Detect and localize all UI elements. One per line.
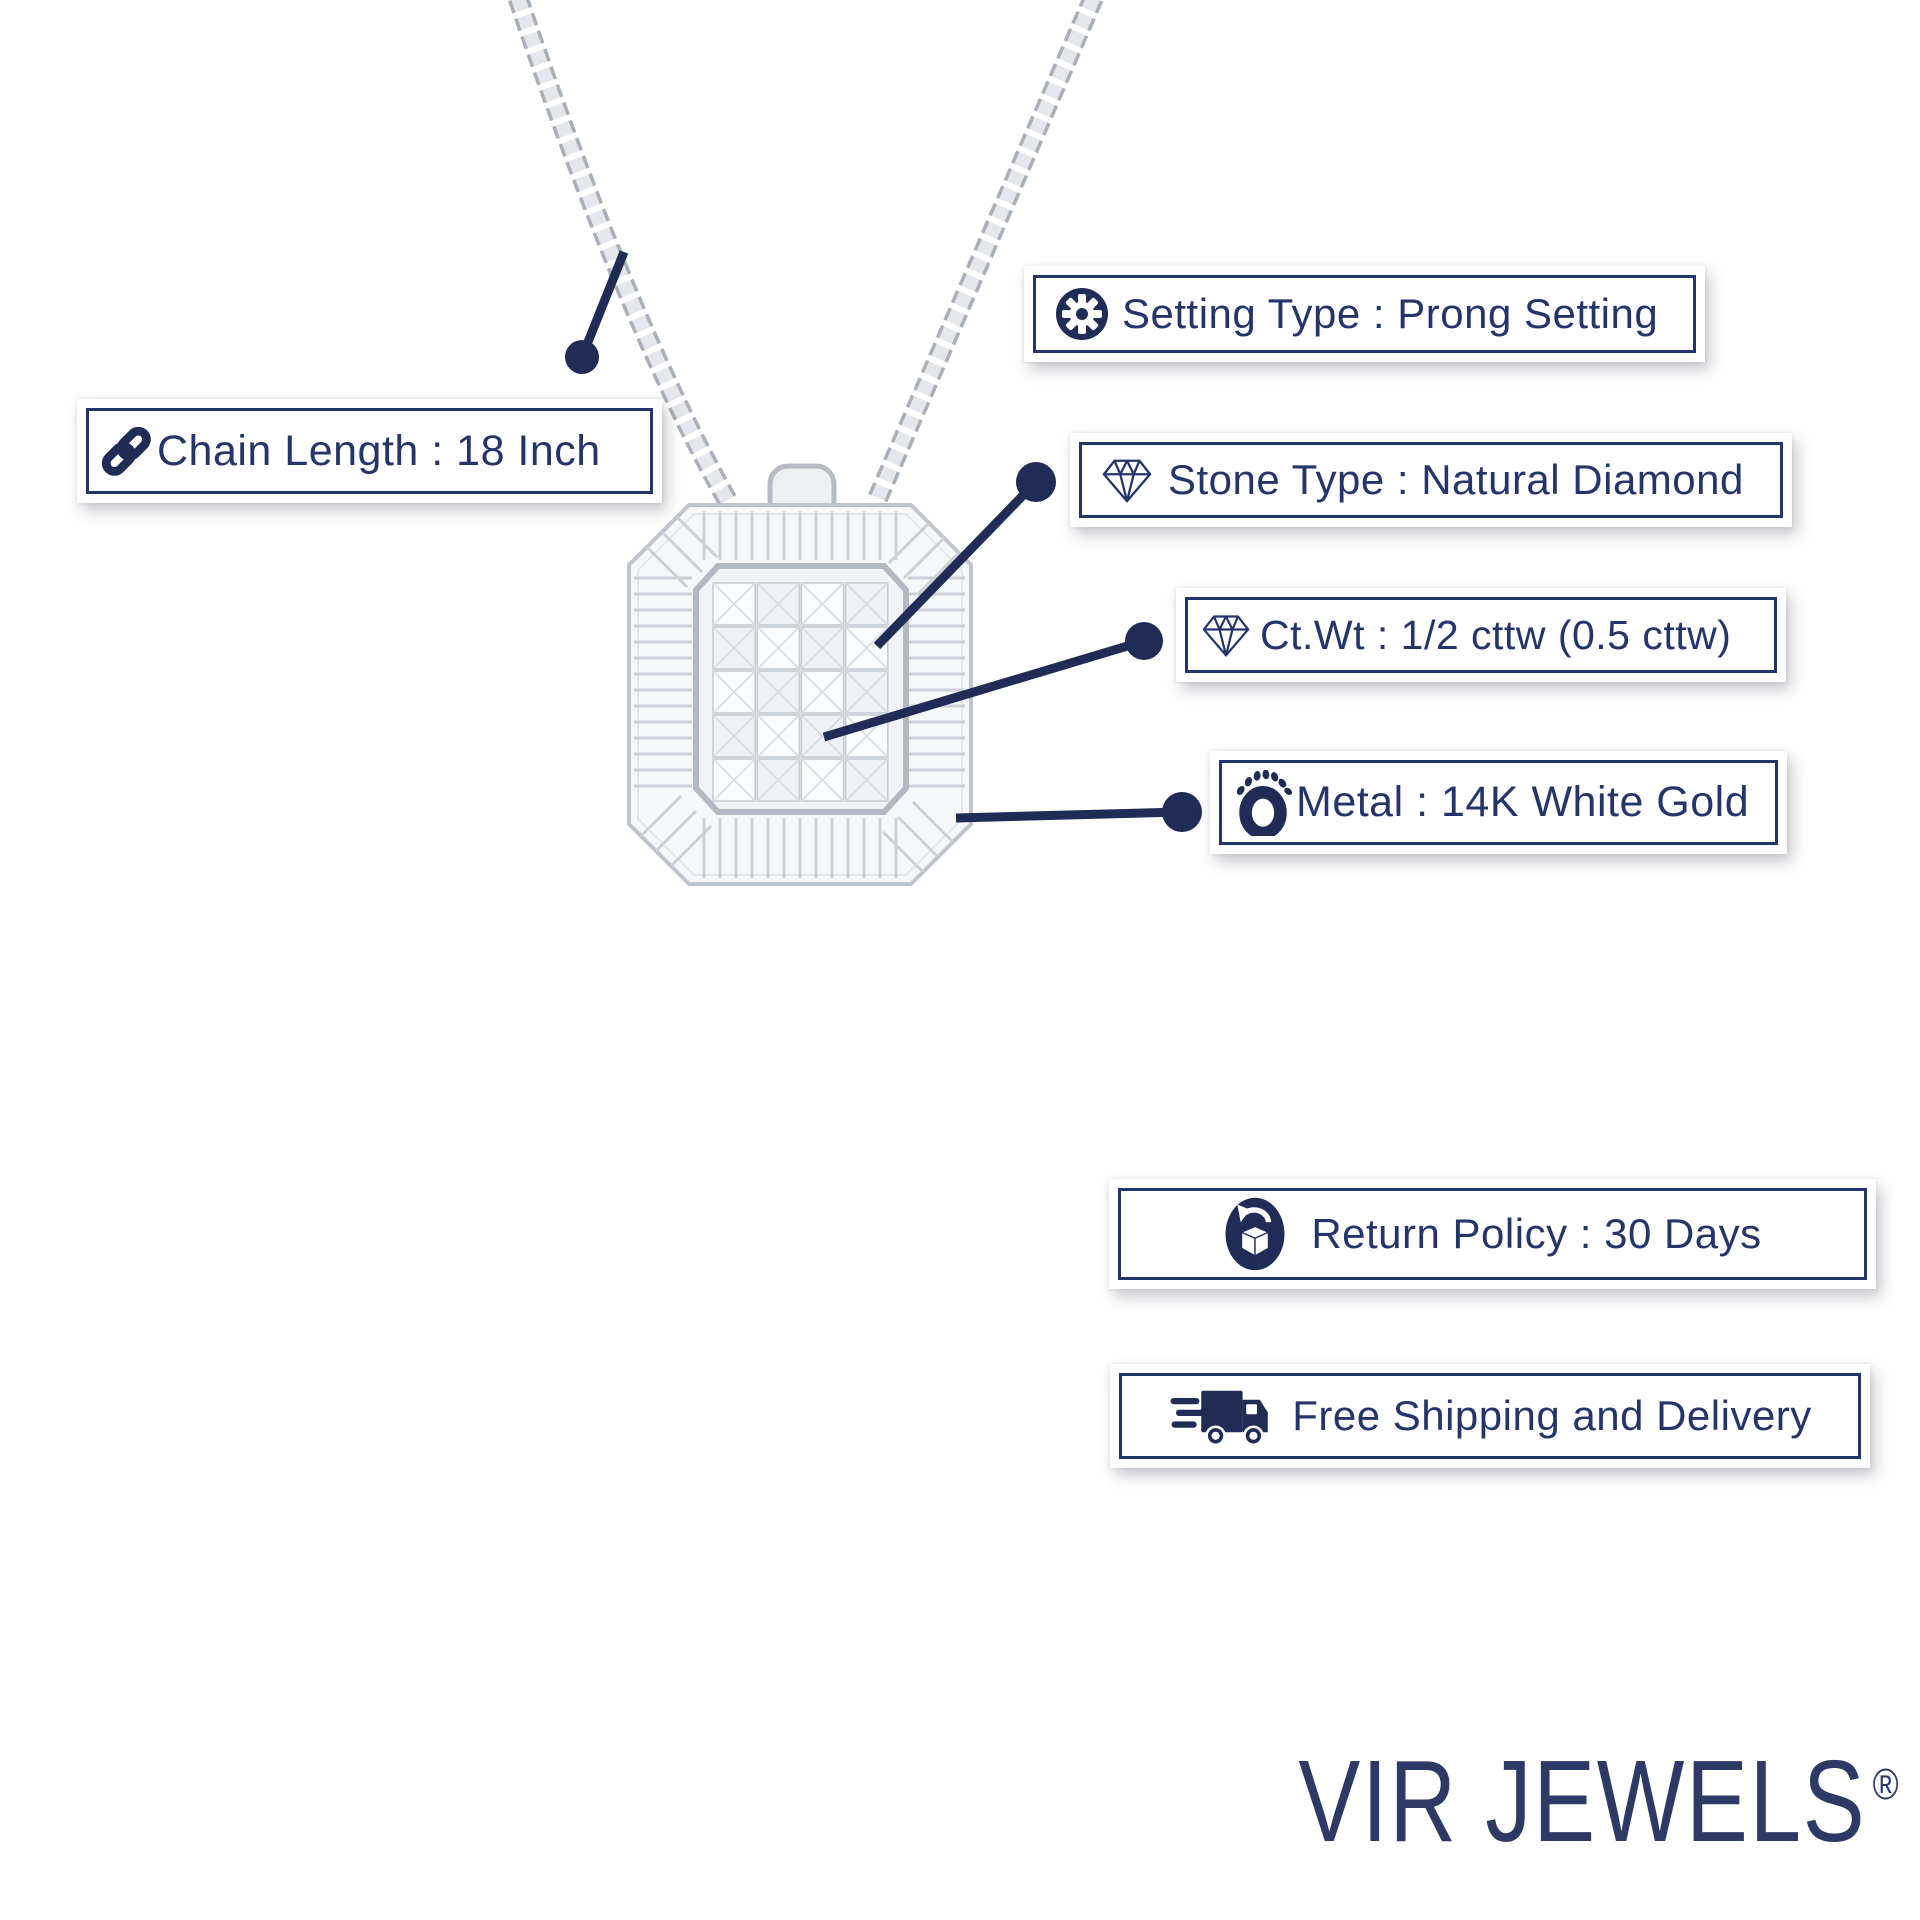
callout-label: Free Shipping and Delivery xyxy=(1292,1392,1812,1439)
callout-setting-type-frame: Setting Type : Prong Setting xyxy=(1033,275,1696,353)
diamond-icon xyxy=(1198,611,1254,659)
connector-dot-metal xyxy=(1162,792,1202,832)
callout-carat-weight-frame: Ct.Wt : 1/2 cttw (0.5 cttw) xyxy=(1185,597,1777,673)
callout-label: Ct.Wt : 1/2 cttw (0.5 cttw) xyxy=(1260,611,1732,658)
callout-return-policy-frame: Return Policy : 30 Days xyxy=(1118,1188,1867,1280)
brand-logo-text: VIR JEWELS xyxy=(1298,1736,1867,1866)
pendant xyxy=(627,463,973,886)
connector-dot-ct-wt xyxy=(1125,622,1163,660)
diamond-icon xyxy=(1098,455,1156,505)
connector-ct-wt xyxy=(822,636,1146,742)
connector-dot-chain-length xyxy=(565,340,599,374)
delivery-truck-icon xyxy=(1168,1380,1274,1452)
callout-label: Chain Length : 18 Inch xyxy=(157,426,601,475)
callout-connectors xyxy=(565,250,1202,832)
gear-icon xyxy=(1054,286,1110,342)
callout-stone-type-frame: Stone Type : Natural Diamond xyxy=(1079,442,1783,518)
connector-stone-type xyxy=(873,478,1040,650)
connector-chain-length xyxy=(577,250,629,359)
ring-icon xyxy=(1232,769,1294,836)
callout-metal: Metal : 14K White Gold xyxy=(1210,751,1787,854)
brand-logo: VIR JEWELS® xyxy=(1298,1734,1900,1868)
callout-label: Setting Type : Prong Setting xyxy=(1122,290,1659,337)
callout-label: Stone Type : Natural Diamond xyxy=(1168,456,1744,503)
callout-free-shipping: Free Shipping and Delivery xyxy=(1110,1364,1870,1468)
callout-carat-weight: Ct.Wt : 1/2 cttw (0.5 cttw) xyxy=(1176,588,1786,682)
connector-metal xyxy=(955,807,1183,823)
chain-link-icon xyxy=(99,424,153,478)
callout-stone-type: Stone Type : Natural Diamond xyxy=(1070,433,1792,527)
necklace-chain xyxy=(506,0,1106,511)
callout-metal-frame: Metal : 14K White Gold xyxy=(1219,760,1778,845)
callout-return-policy: Return Policy : 30 Days xyxy=(1109,1179,1876,1289)
callout-free-shipping-frame: Free Shipping and Delivery xyxy=(1119,1373,1861,1459)
callout-chain-length-frame: Chain Length : 18 Inch xyxy=(86,408,653,494)
callout-setting-type: Setting Type : Prong Setting xyxy=(1024,266,1705,362)
return-box-icon xyxy=(1223,1196,1287,1272)
callout-chain-length: Chain Length : 18 Inch xyxy=(77,399,662,503)
callout-label: Return Policy : 30 Days xyxy=(1311,1210,1762,1257)
callout-label: Metal : 14K White Gold xyxy=(1296,778,1750,826)
connector-dot-stone-type xyxy=(1016,462,1056,502)
pendant-stones xyxy=(634,511,965,878)
registered-trademark-icon: ® xyxy=(1872,1760,1900,1809)
